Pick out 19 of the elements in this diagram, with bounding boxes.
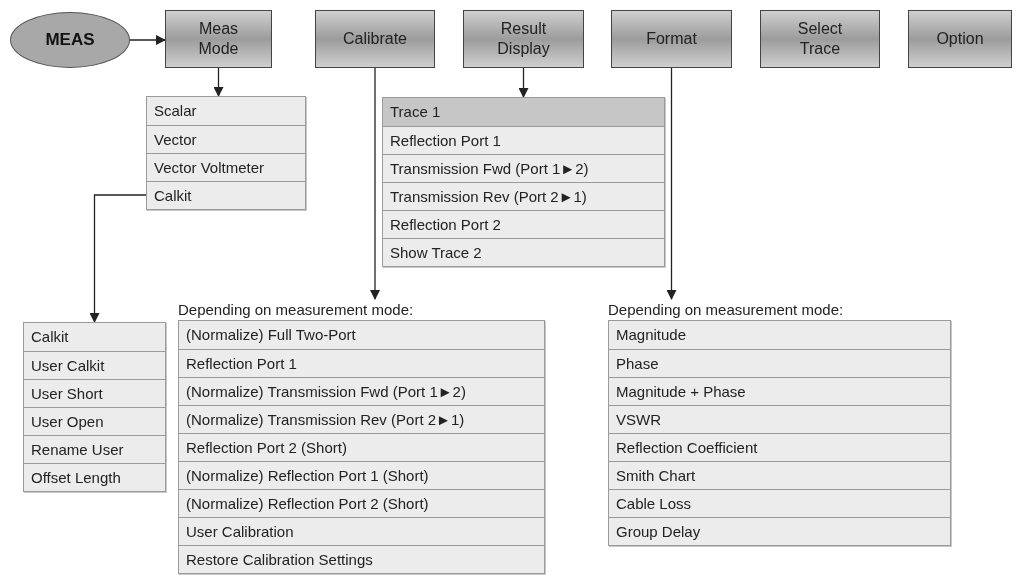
- softkey-box: Calibrate: [315, 10, 435, 68]
- menu-list: [382, 97, 665, 267]
- menu-list: [23, 322, 166, 492]
- softkey-box: Result Display: [463, 10, 584, 68]
- arrow: [213, 67, 224, 97]
- menu-item: Trace 1: [383, 98, 664, 126]
- arrow: [89, 194, 148, 323]
- menu-heading: Depending on measurement mode:: [178, 300, 415, 320]
- softkey-box: Meas Mode: [165, 10, 272, 68]
- arrow: [129, 35, 166, 45]
- softkey-box: Option: [908, 10, 1012, 68]
- arrow: [370, 67, 380, 300]
- softkey-box: Format: [611, 10, 732, 68]
- softkey-box: Select Trace: [760, 10, 880, 68]
- arrow: [518, 67, 529, 98]
- menu-list: [146, 96, 306, 210]
- menu-heading: Depending on measurement mode:: [608, 300, 845, 320]
- arrow: [666, 67, 677, 300]
- key-ellipse: MEAS: [10, 12, 130, 68]
